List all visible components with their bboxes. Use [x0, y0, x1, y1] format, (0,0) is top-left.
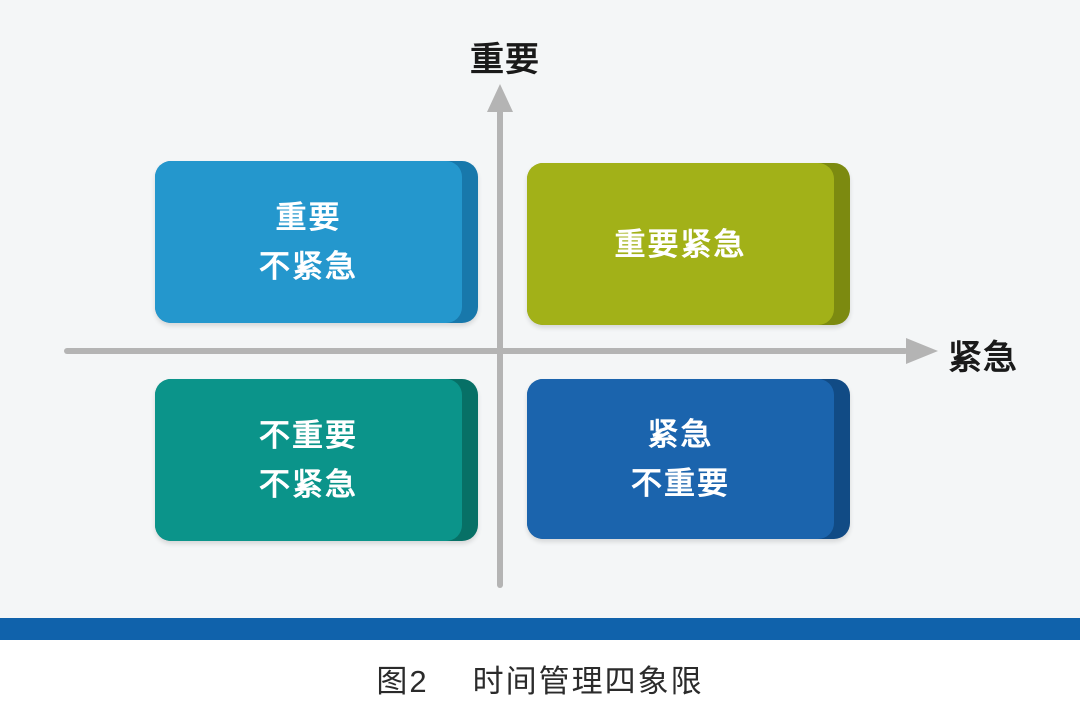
quadrant-label-line: 不重要 [631, 466, 730, 501]
quadrant-label-line: 重要 [275, 200, 342, 235]
quadrant-important-not-urgent: 重要 不紧急 [155, 161, 478, 323]
quadrant-face: 紧急 不重要 [527, 379, 834, 539]
quadrant-face: 重要 不紧急 [155, 161, 462, 323]
quadrant-label-line: 不紧急 [259, 467, 358, 502]
divider-bar [0, 618, 1080, 640]
y-axis-line [497, 104, 503, 588]
quadrant-label-line: 紧急 [647, 417, 714, 452]
x-axis-label: 紧急 [948, 339, 1018, 377]
y-axis-arrowhead-icon [487, 84, 513, 112]
figure-caption-number: 图2 [376, 664, 429, 699]
quadrant-not-important-not-urgent: 不重要 不紧急 [155, 379, 478, 541]
quadrant-important-urgent: 重要紧急 [527, 163, 850, 325]
quadrant-label-line: 重要紧急 [614, 226, 747, 262]
quadrant-urgent-not-important: 紧急 不重要 [527, 379, 850, 539]
figure-caption-title: 时间管理四象限 [472, 664, 704, 699]
x-axis-arrowhead-icon [906, 338, 938, 364]
quadrant-face: 不重要 不紧急 [155, 379, 462, 541]
y-axis-label: 重要 [470, 41, 540, 79]
quadrant-face: 重要紧急 [527, 163, 834, 325]
x-axis-line [64, 348, 908, 354]
quadrant-label-line: 不重要 [259, 418, 358, 453]
figure-caption: 图2 时间管理四象限 [0, 656, 1080, 701]
quadrant-label-line: 不紧急 [259, 249, 358, 284]
